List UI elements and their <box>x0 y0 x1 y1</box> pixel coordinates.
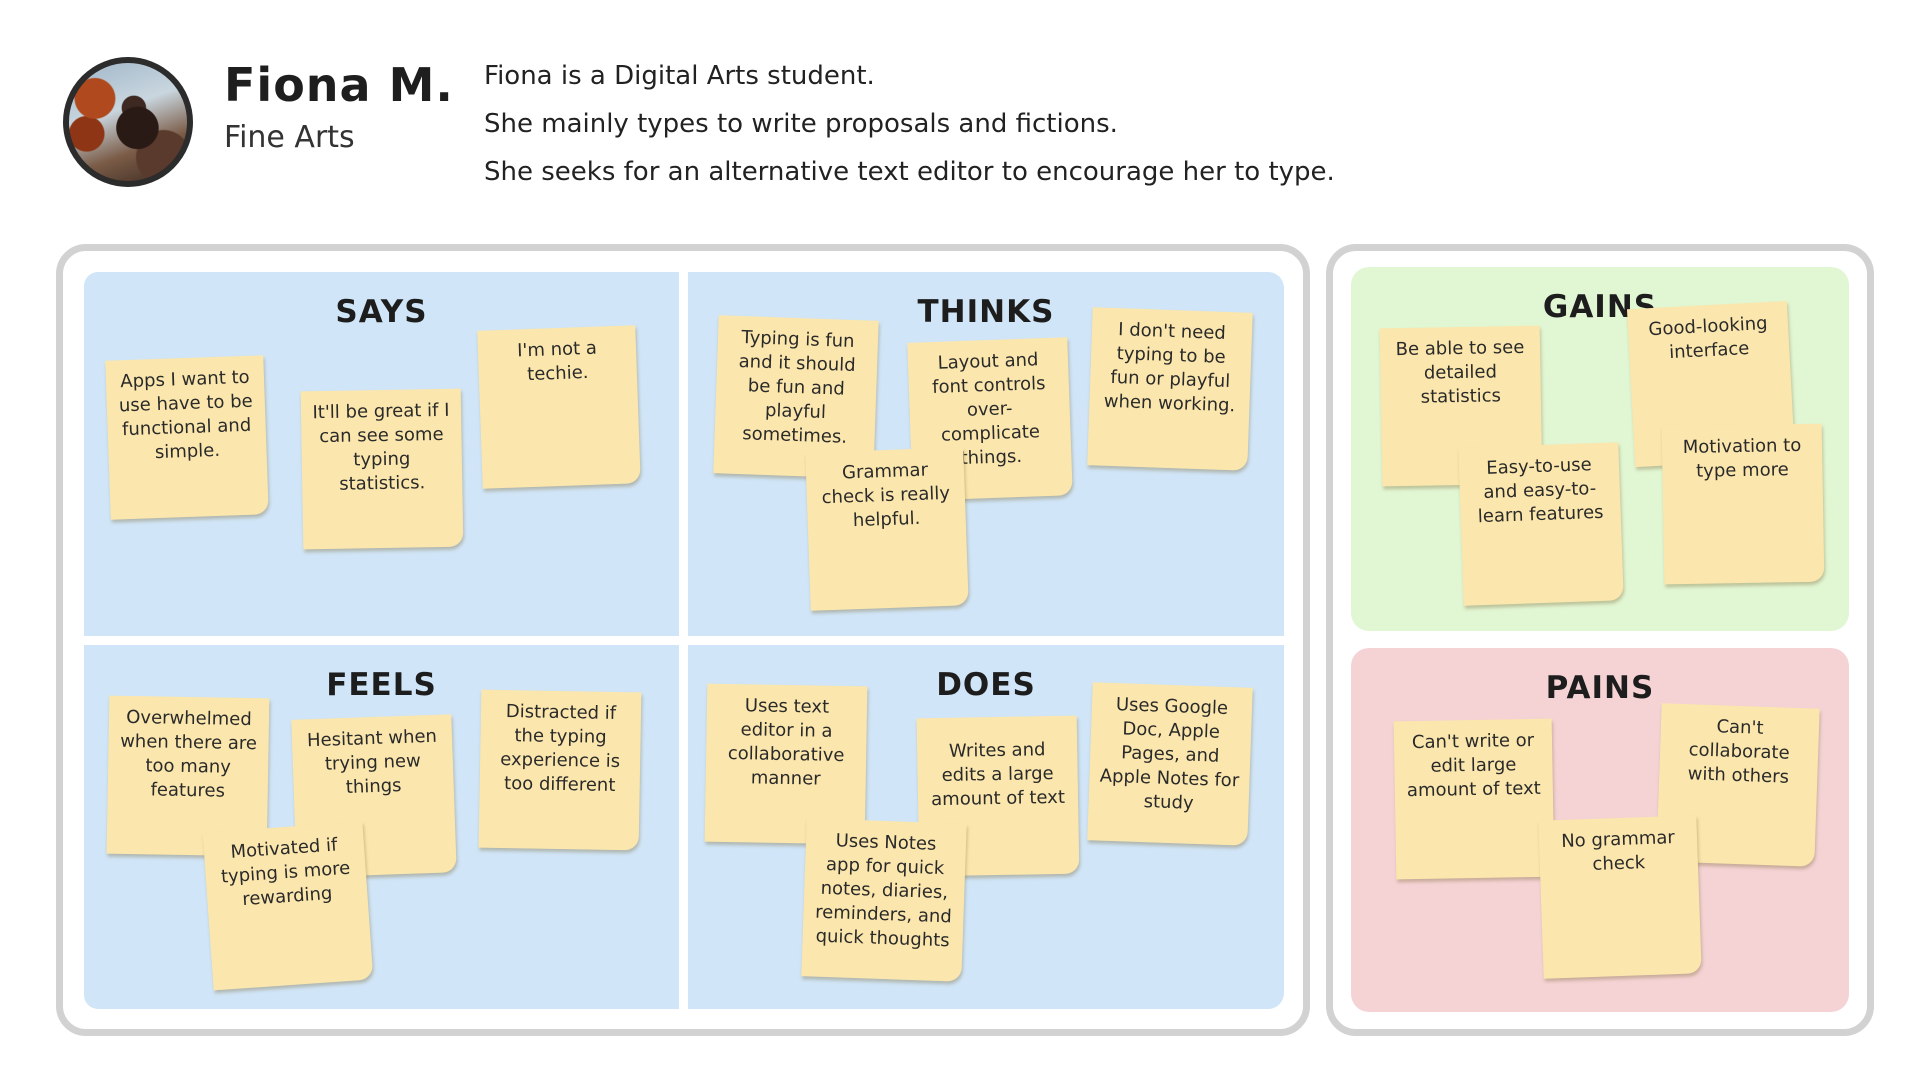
feels-quadrant: FEELS Overwhelmed when there are too man… <box>84 645 679 1009</box>
sticky-note[interactable]: Easy-to-use and easy-to-learn features <box>1458 442 1624 606</box>
sticky-note[interactable]: Distracted if the typing experience is t… <box>478 689 642 851</box>
says-title: SAYS <box>335 294 428 330</box>
sticky-note[interactable]: Grammar check is really helpful. <box>805 447 969 611</box>
pains-quadrant: PAINS Can't write or edit large amount o… <box>1351 648 1849 1012</box>
does-quadrant: DOES Uses text editor in a collaborative… <box>688 645 1284 1009</box>
sticky-note[interactable]: Uses Notes app for quick notes, diaries,… <box>801 818 967 982</box>
sticky-note[interactable]: Apps I want to use have to be functional… <box>105 355 269 520</box>
thinks-title: THINKS <box>917 294 1055 330</box>
bio-line: Fiona is a Digital Arts student. <box>484 61 875 91</box>
bio-line: She mainly types to write proposals and … <box>484 109 1118 139</box>
sticky-note[interactable]: It'll be great if I can see some typing … <box>300 388 464 550</box>
does-title: DOES <box>936 667 1036 703</box>
feels-title: FEELS <box>326 667 437 703</box>
sticky-note[interactable]: I don't need typing to be fun or playful… <box>1087 307 1253 471</box>
persona-name: Fiona M. <box>224 58 454 112</box>
gains-quadrant: GAINS Be able to see detailed statistics… <box>1351 267 1849 631</box>
bio-line: She seeks for an alternative text editor… <box>484 157 1335 187</box>
sticky-note[interactable]: Uses Google Doc, Apple Pages, and Apple … <box>1087 682 1253 846</box>
sticky-note[interactable]: Motivated if typing is more rewarding <box>202 821 374 991</box>
sticky-note[interactable]: I'm not a techie. <box>477 325 641 489</box>
persona-header: Fiona M. Fine Arts Fiona is a Digital Ar… <box>0 0 1920 230</box>
persona-avatar <box>63 57 193 187</box>
pains-title: PAINS <box>1545 670 1655 706</box>
persona-major: Fine Arts <box>224 120 355 155</box>
says-quadrant: SAYS Apps I want to use have to be funct… <box>84 272 679 636</box>
sticky-note[interactable]: Can't write or edit large amount of text <box>1393 718 1555 880</box>
sticky-note[interactable]: Motivation to type more <box>1661 423 1825 585</box>
sticky-note[interactable]: No grammar check <box>1538 815 1702 979</box>
thinks-quadrant: THINKS Typing is fun and it should be fu… <box>688 272 1284 636</box>
persona-bio: Fiona is a Digital Arts student. She mai… <box>484 58 1335 202</box>
